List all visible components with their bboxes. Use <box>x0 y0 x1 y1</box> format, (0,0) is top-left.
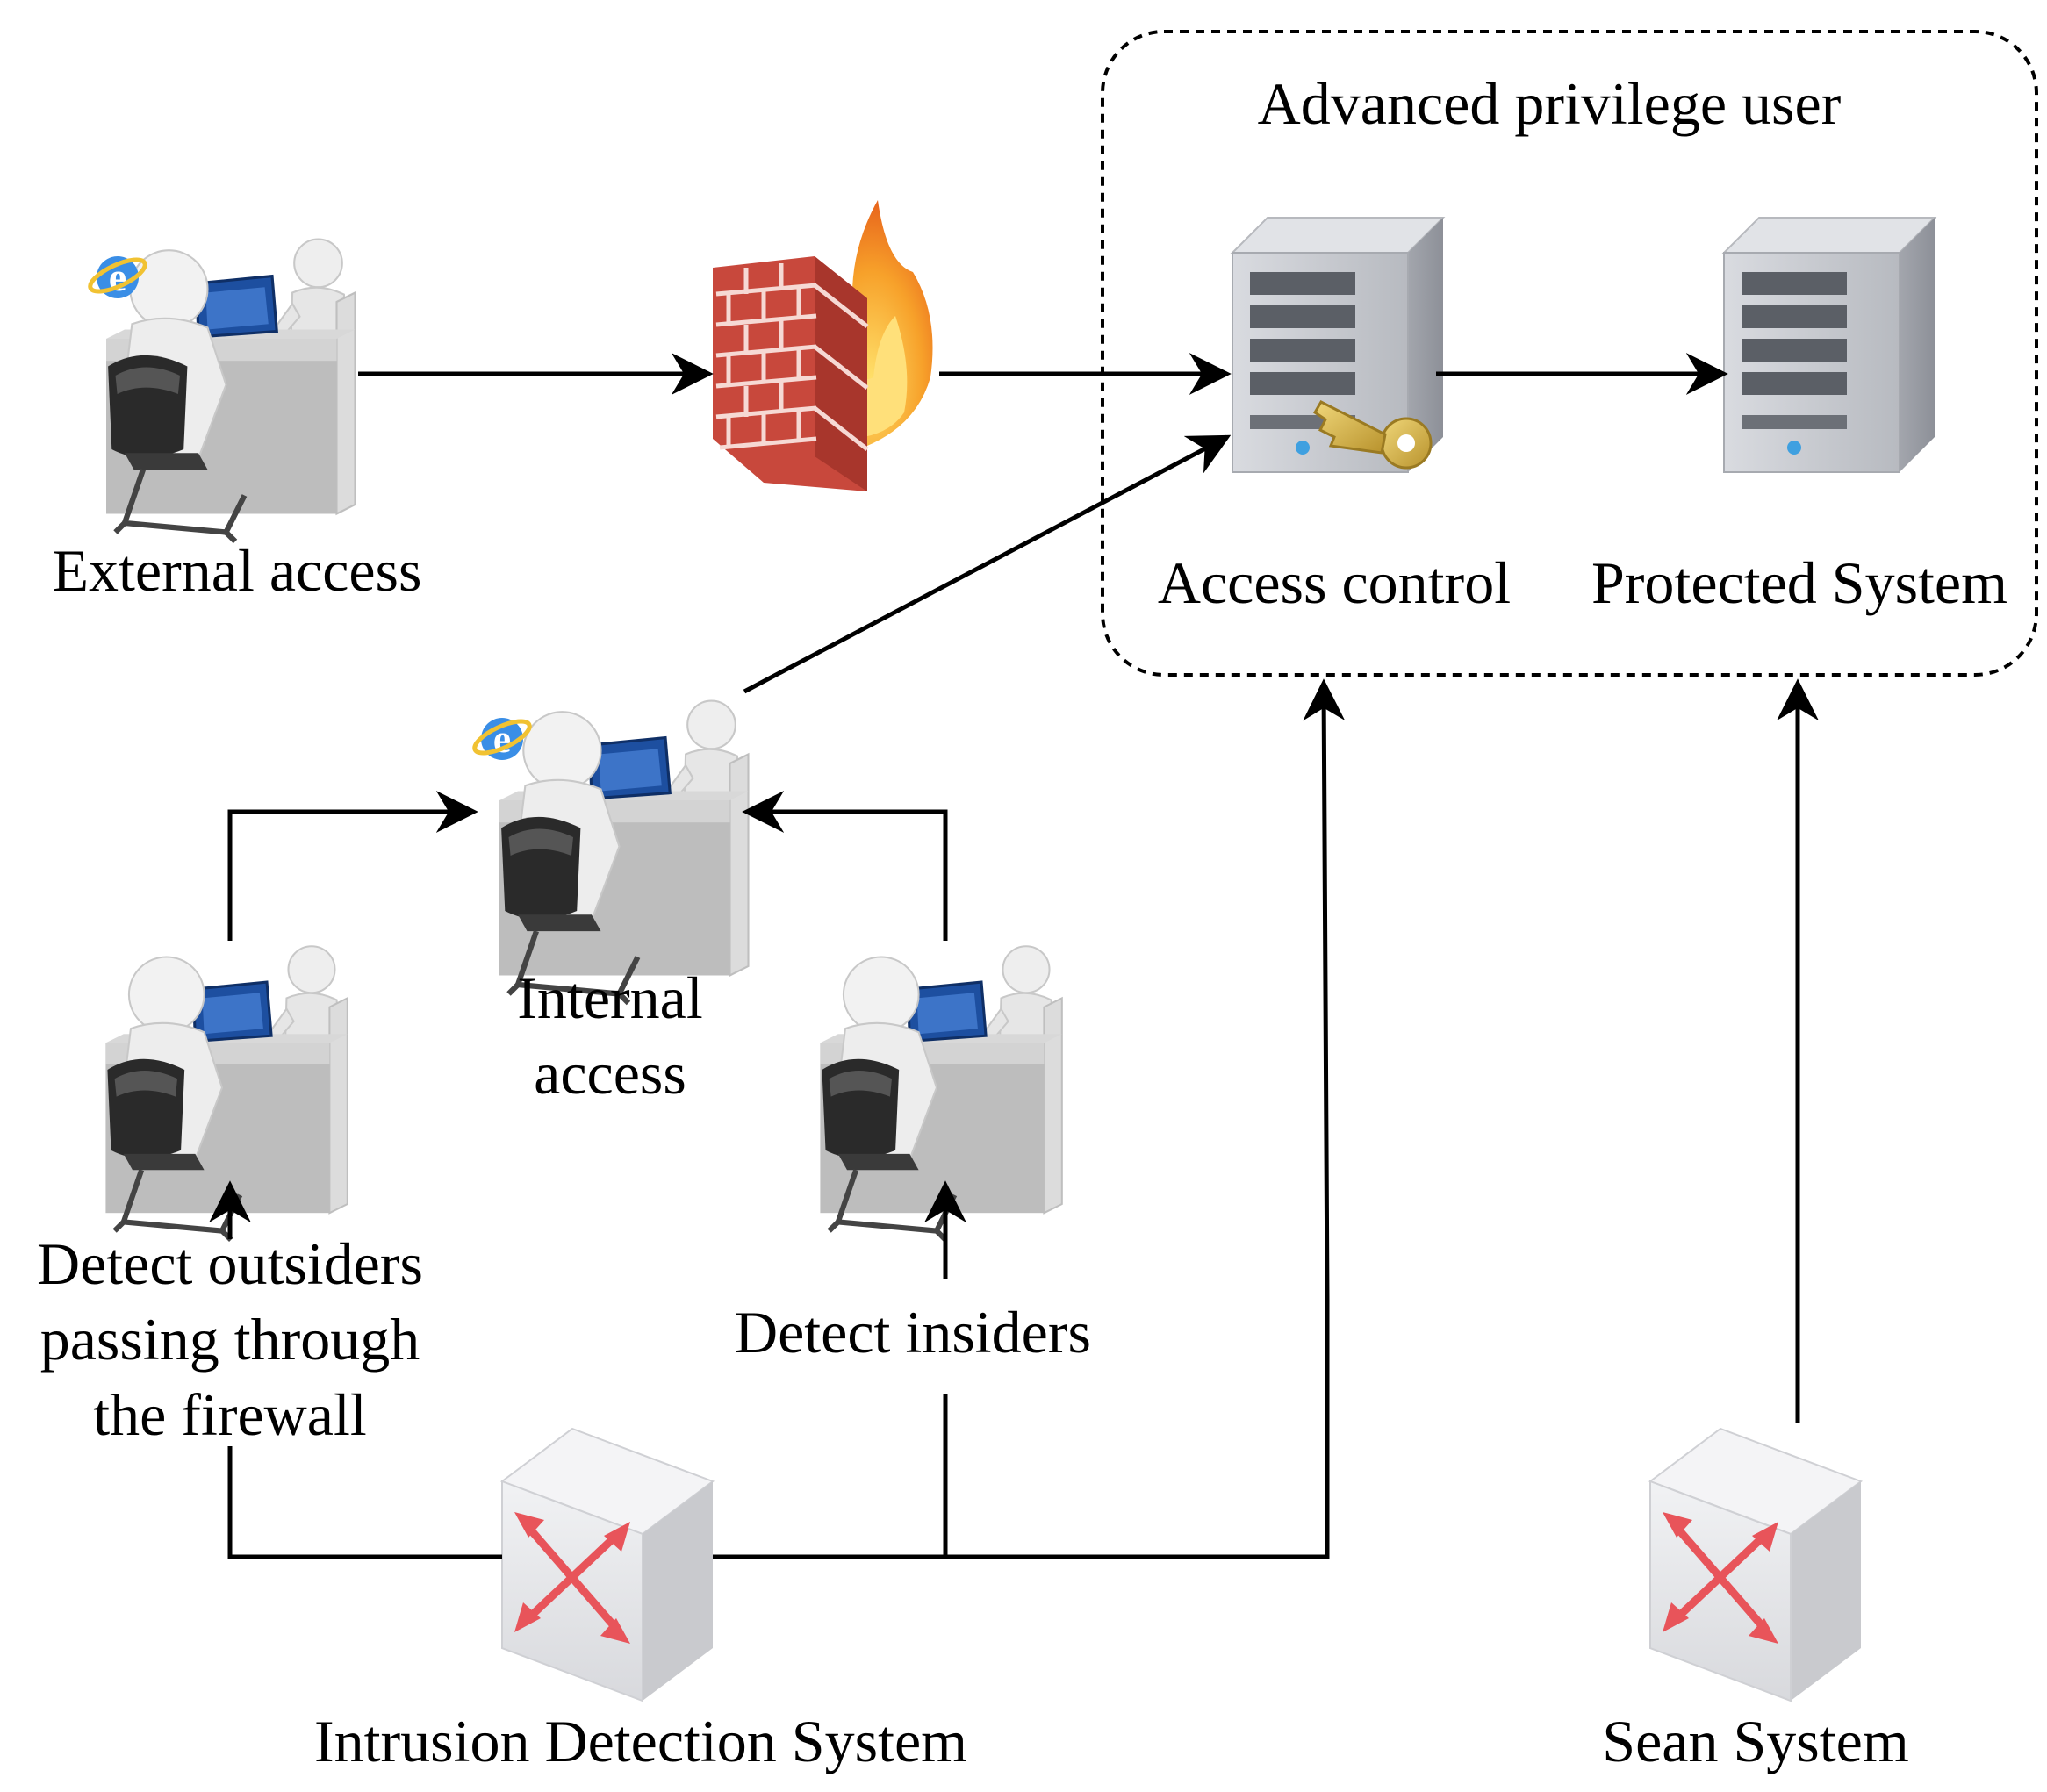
external-access-workstation-icon <box>106 240 356 541</box>
group-title-label: Advanced privilege user <box>1257 70 1842 137</box>
arrow-insider-to-internal <box>742 791 948 941</box>
sean-system-label: Sean System <box>1602 1708 1909 1774</box>
detect-outsiders-label-line1: Detect outsiders <box>37 1230 423 1297</box>
detect-outsiders-label-line3: the firewall <box>93 1381 367 1448</box>
internal-access-label-line2: access <box>534 1040 686 1107</box>
protected-system-server-icon <box>1723 217 1936 473</box>
ids-label: Intrusion Detection System <box>313 1708 968 1774</box>
sean-system-switch-icon <box>1650 1429 1861 1701</box>
advanced-privilege-group-box <box>1101 30 2038 677</box>
arrow-outsider-to-internal <box>227 791 478 941</box>
protected-system-label: Protected System <box>1591 549 2008 616</box>
access-control-label: Access control <box>1157 549 1512 616</box>
arrow-ids-to-access-control <box>713 678 1346 1559</box>
connector-lines <box>209 353 1819 1559</box>
internal-access-label-line1: Internal <box>517 964 703 1031</box>
detect-insiders-label: Detect insiders <box>735 1299 1091 1366</box>
ids-switch-icon <box>502 1429 713 1701</box>
line-ids-to-outsiders <box>227 1446 502 1559</box>
detect-outsiders-label-line2: passing through <box>40 1306 420 1373</box>
arrow-internal-to-access-control <box>743 434 1232 694</box>
insider-workstation-icon <box>820 946 1061 1240</box>
access-key-icon <box>1312 400 1433 470</box>
internal-access-workstation-icon <box>499 701 749 1003</box>
firewall-icon <box>713 200 933 491</box>
external-access-label: External access <box>52 537 422 604</box>
outsider-workstation-icon <box>105 946 347 1240</box>
